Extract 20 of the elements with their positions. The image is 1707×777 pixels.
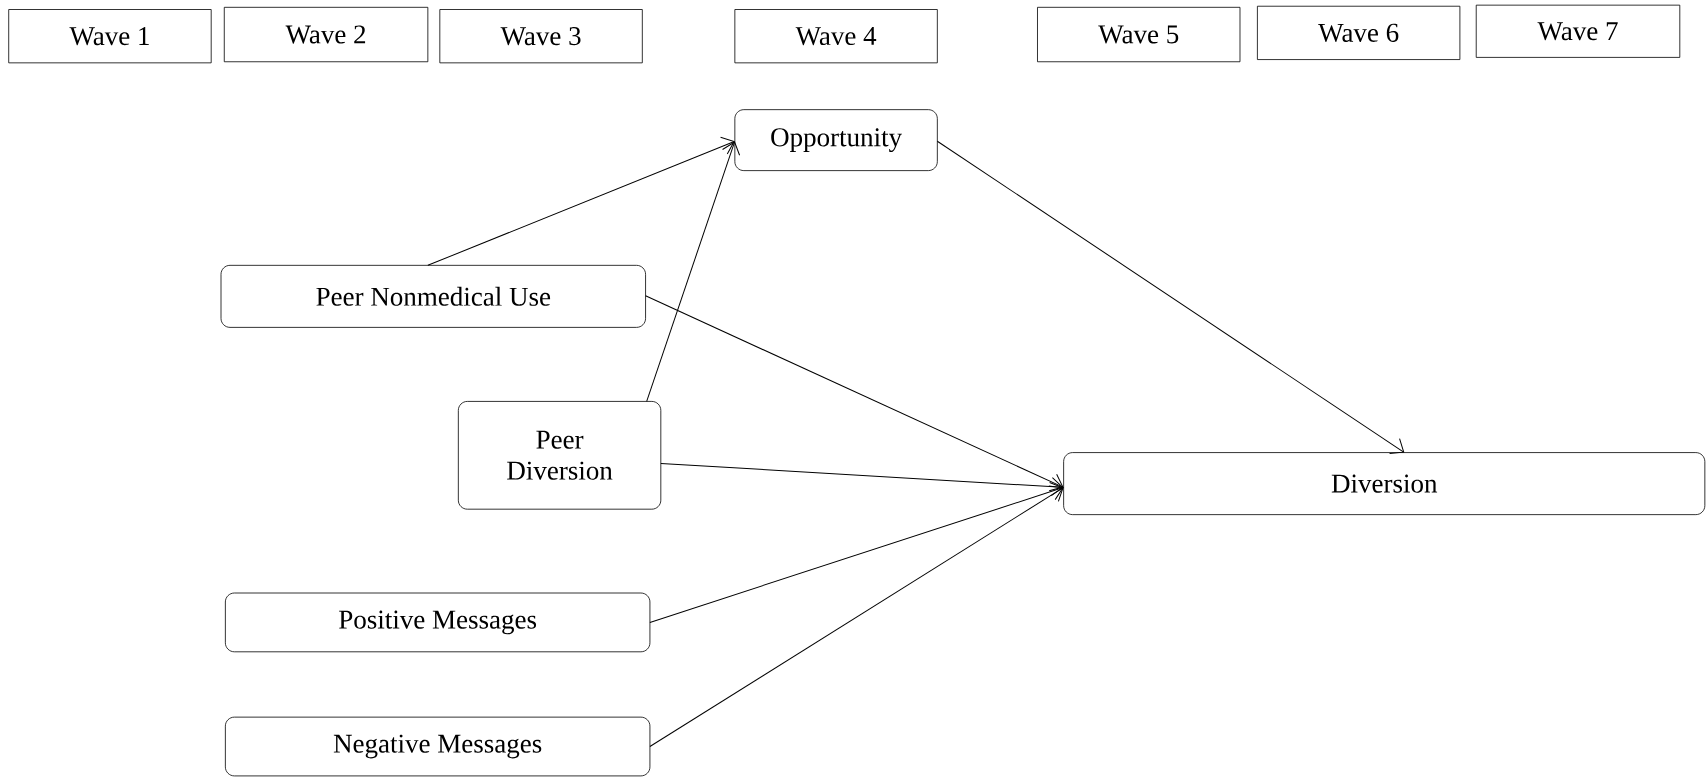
- arrow: [427, 136, 735, 266]
- wave-box: Wave 1: [8, 9, 212, 64]
- variable-box: Peer Nonmedical Use: [220, 264, 646, 328]
- arrow: [660, 462, 1064, 497]
- wave-box: Wave 5: [1037, 6, 1241, 63]
- wave-box: Wave 2: [223, 6, 429, 63]
- wave-box: Wave 4: [734, 9, 938, 64]
- variable-box: Negative Messages: [224, 716, 651, 777]
- arrow: [649, 482, 1064, 623]
- arrow: [645, 295, 1064, 492]
- arrow: [649, 485, 1064, 747]
- variable-box: Diversion: [1063, 452, 1706, 516]
- variable-box: Opportunity: [734, 109, 938, 171]
- arrow: [646, 141, 741, 402]
- arrow: [936, 140, 1405, 454]
- wave-box: Wave 6: [1257, 5, 1461, 60]
- variable-box: Positive Messages: [224, 592, 651, 653]
- variable-box: Peer Diversion: [457, 401, 662, 510]
- wave-box: Wave 3: [439, 9, 643, 64]
- wave-box: Wave 7: [1475, 4, 1681, 58]
